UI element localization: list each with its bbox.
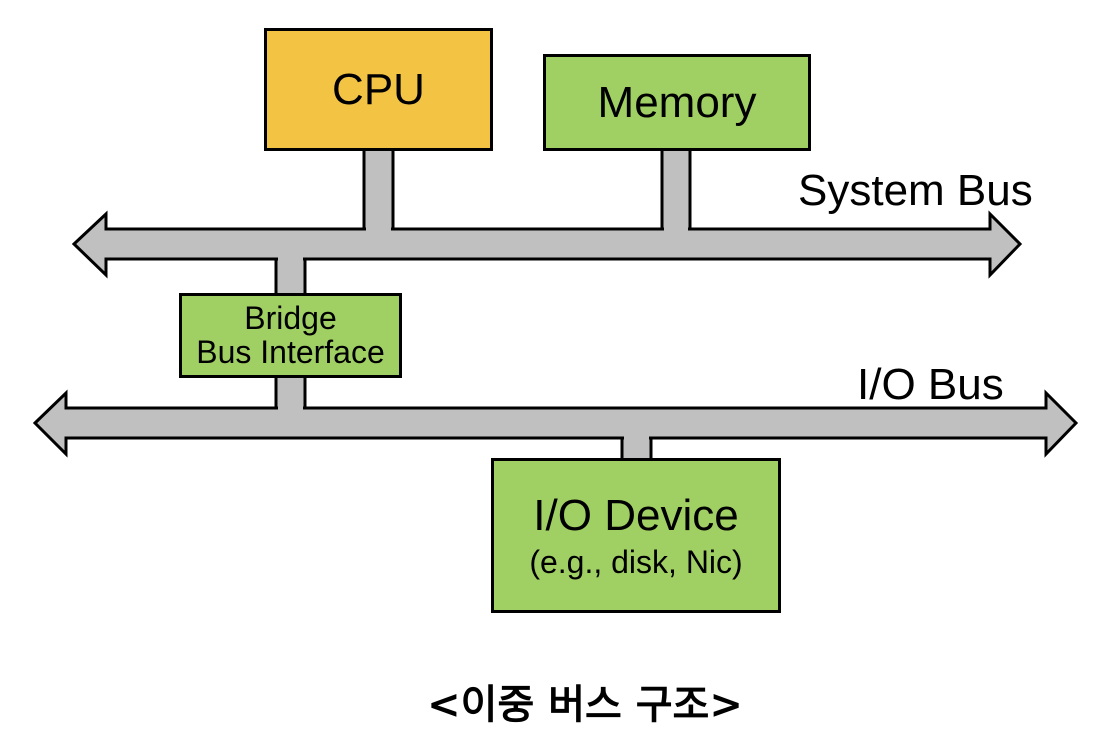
io-device-examples: (e.g., disk, Nic): [529, 543, 743, 580]
bridge-box: Bridge Bus Interface: [179, 293, 402, 378]
io-bus-label: I/O Bus: [857, 360, 1004, 409]
cpu-joint: [366, 226, 391, 232]
cpu-box: CPU: [264, 28, 493, 151]
cpu-system-bus-connector: [362, 146, 395, 234]
bridge-top-joint: [278, 256, 303, 262]
system-bus-arrow: [71, 210, 1023, 279]
io-device-box: I/O Device (e.g., disk, Nic): [491, 458, 781, 613]
io-device-label: I/O Device: [533, 490, 739, 540]
bus-interface-label: Bus Interface: [196, 333, 385, 370]
cpu-label: CPU: [332, 64, 425, 114]
system-bus-label: System Bus: [798, 166, 1033, 215]
bridge-io-bus-connector: [274, 372, 307, 413]
device-joint: [624, 435, 649, 441]
memory-label: Memory: [597, 77, 757, 127]
memory-system-bus-connector: [660, 146, 692, 234]
diagram-caption: <이중 버스 구조>: [427, 682, 743, 728]
bridge-bottom-joint: [278, 405, 303, 411]
bridge-label: Bridge: [244, 299, 337, 336]
memory-joint: [664, 226, 688, 232]
system-bus-bridge-connector: [274, 255, 307, 299]
memory-box: Memory: [543, 54, 811, 151]
